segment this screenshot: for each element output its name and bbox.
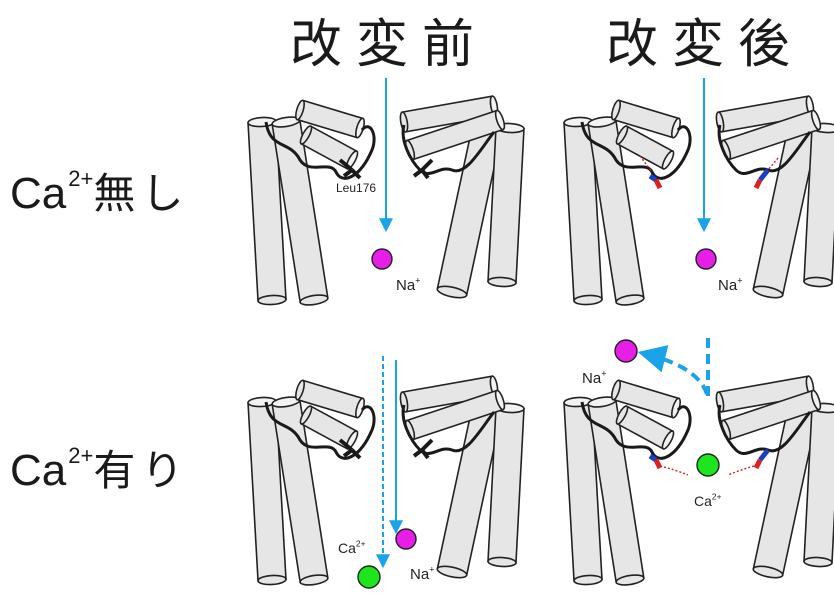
helix-cylinder [615,405,675,450]
helix-cylinder [299,405,359,450]
helix-cylinder [247,396,287,586]
helix-cylinder [720,109,822,161]
helix-cylinder [294,99,366,139]
helix-cylinder [271,116,329,306]
channel-panel: Na+ [563,78,834,306]
helix-cylinder [563,116,603,306]
sodium-ion [395,528,417,550]
calcium-label: Ca2+ [694,492,722,509]
helix-cylinder [563,396,603,586]
helix-cylinder [299,125,359,170]
helix-cylinder [399,95,499,133]
helix-cylinder [720,389,822,441]
helix-cylinder [271,396,329,586]
hydrogen-bond [767,157,779,171]
coordination-bond [659,465,689,476]
leucine-side-chain [338,158,362,180]
nitrogen-atom [758,168,770,182]
helix-cylinder [294,379,366,419]
channel-panel: Ca2+ Na+ [563,338,834,586]
sodium-label: Na+ [396,275,420,294]
row-label-prefix: Ca [10,169,67,218]
nitrogen-atom [648,453,658,463]
nitrogen-atom [758,448,770,462]
sodium-ion [614,339,638,363]
coordination-bond [727,465,755,476]
nitrogen-atom [648,173,658,183]
channel-panel: Ca2+ Na+ [247,356,525,589]
loop-path [717,124,812,176]
deflected-sodium-arrow [637,338,710,399]
row-label-charge: 2+ [68,166,94,191]
oxygen-atom [753,458,763,470]
row-label-without-calcium: Ca2+無し [10,160,189,221]
oxygen-atom [653,178,663,190]
heading-before: 改変前 [290,15,489,75]
oxygen-atom [653,458,663,470]
row-label-charge: 2+ [68,443,94,468]
helix-cylinder [803,402,834,568]
loop-path [401,404,496,456]
sodium-ion [695,248,717,270]
residue-label: Leu176 [336,181,376,195]
row-label-suffix: 有り [93,446,190,495]
helix-cylinder [715,95,815,133]
sodium-label: Na+ [582,368,606,387]
helix-cylinder [587,116,645,306]
row-label-with-calcium: Ca2+有り [10,437,189,498]
loop-path [264,121,376,180]
helix-cylinder [247,116,287,306]
sodium-label: Na+ [718,275,742,294]
helix-cylinder [610,99,682,139]
leucine-side-chain [338,438,362,460]
loop-path [264,401,376,460]
helix-cylinder [715,375,815,413]
leucine-side-chain [412,438,434,460]
row-label-suffix: 無し [93,169,190,218]
loop-path [717,404,812,456]
oxygen-atom [753,178,763,190]
calcium-label: Ca2+ [338,539,366,556]
calcium-ion [357,565,381,589]
row-label-prefix: Ca [10,446,67,495]
leucine-side-chain [412,158,434,180]
helix-cylinder [487,122,525,288]
sodium-ion [371,248,393,270]
hydrogen-bond [639,155,653,173]
calcium-ion [696,453,720,477]
heading-after: 改変後 [606,15,805,75]
helix-cylinder [404,389,506,441]
sodium-label: Na+ [410,564,434,583]
loop-path [401,124,496,176]
